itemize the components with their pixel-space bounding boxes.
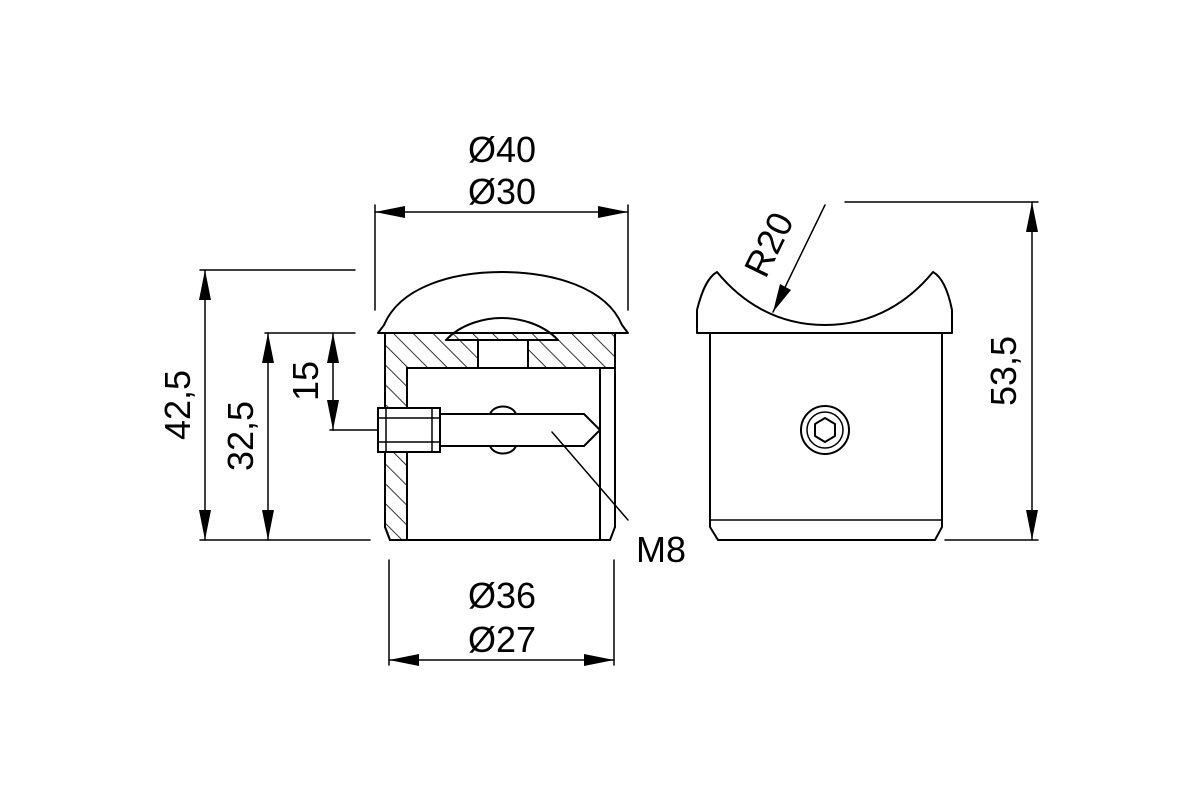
label-top-inner-diameter: Ø30 [468, 171, 536, 212]
center-bore [477, 339, 529, 369]
label-screw-height: 15 [285, 361, 326, 401]
set-screw [377, 405, 601, 455]
label-top-outer-diameter: Ø40 [468, 129, 536, 170]
dimension-lines [199, 201, 1039, 666]
dome-cap-outline [377, 271, 629, 334]
label-bottom-inner-diameter: Ø27 [468, 619, 536, 660]
saddle-top [696, 271, 953, 334]
hex-socket-icon [814, 417, 836, 443]
side-view [696, 271, 953, 541]
label-bottom-outer-diameter: Ø36 [468, 575, 536, 616]
side-body [709, 332, 943, 541]
dimension-labels: Ø40 Ø30 Ø36 Ø27 42,5 32,5 15 M8 R20 53,5 [157, 129, 1024, 660]
screw-shaft [439, 413, 601, 447]
dome-recess [445, 317, 559, 341]
label-saddle-radius: R20 [736, 206, 802, 283]
label-total-height: 53,5 [983, 336, 1024, 406]
hex-screw-outer [800, 405, 850, 455]
label-thread: M8 [636, 529, 686, 570]
label-body-height: 32,5 [220, 401, 261, 471]
screw-head [377, 407, 441, 453]
label-overall-height: 42,5 [157, 370, 198, 440]
section-view [377, 271, 629, 541]
